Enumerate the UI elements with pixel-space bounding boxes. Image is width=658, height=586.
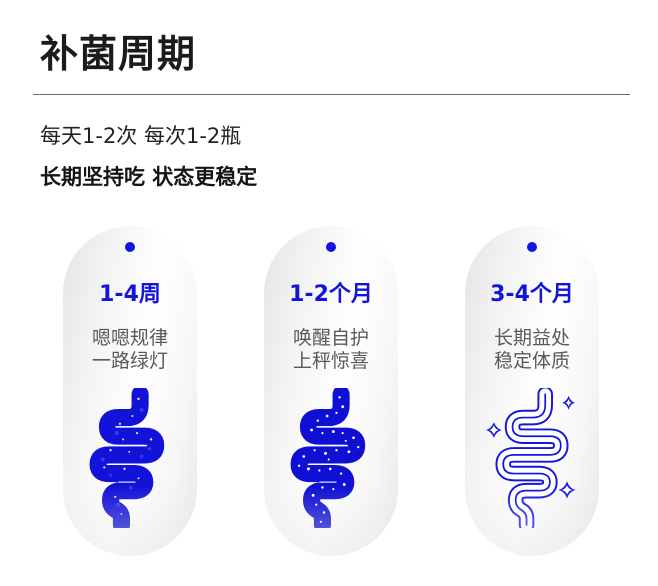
page-title: 补菌周期 — [40, 32, 197, 76]
stage-period: 3-4个月 — [490, 282, 574, 307]
stage-desc-line: 唤醒自护 — [292, 327, 369, 349]
intestine-filled-sparse-icon — [71, 388, 189, 528]
stage-description: 唤醒自护 上秤惊喜 — [264, 327, 398, 373]
stage-description: 长期益处 稳定体质 — [465, 327, 599, 373]
intestine-outline-sparkles-icon — [486, 388, 576, 528]
stage-period: 1-4周 — [99, 282, 161, 307]
intestine-filled-dense-icon — [272, 388, 390, 528]
marker-dot — [125, 242, 135, 252]
stage-card-2: 1-2个月 唤醒自护 上秤惊喜 — [264, 226, 398, 556]
advice-text: 长期坚持吃 状态更稳定 — [40, 165, 258, 189]
stage-desc-line: 上秤惊喜 — [292, 350, 369, 372]
stage-description: 嗯嗯规律 一路绿灯 — [63, 327, 197, 373]
stage-desc-line: 长期益处 — [493, 327, 570, 349]
marker-dot — [326, 242, 336, 252]
stage-card-1: 1-4周 嗯嗯规律 一路绿灯 — [63, 226, 197, 556]
stage-desc-line: 稳定体质 — [493, 350, 570, 372]
stage-desc-line: 嗯嗯规律 — [91, 327, 168, 349]
stage-period: 1-2个月 — [289, 282, 373, 307]
title-divider — [33, 94, 630, 95]
marker-dot — [527, 242, 537, 252]
dosage-text: 每天1-2次 每次1-2瓶 — [40, 124, 242, 148]
stage-card-3: 3-4个月 长期益处 稳定体质 — [465, 226, 599, 556]
stage-desc-line: 一路绿灯 — [91, 350, 168, 372]
